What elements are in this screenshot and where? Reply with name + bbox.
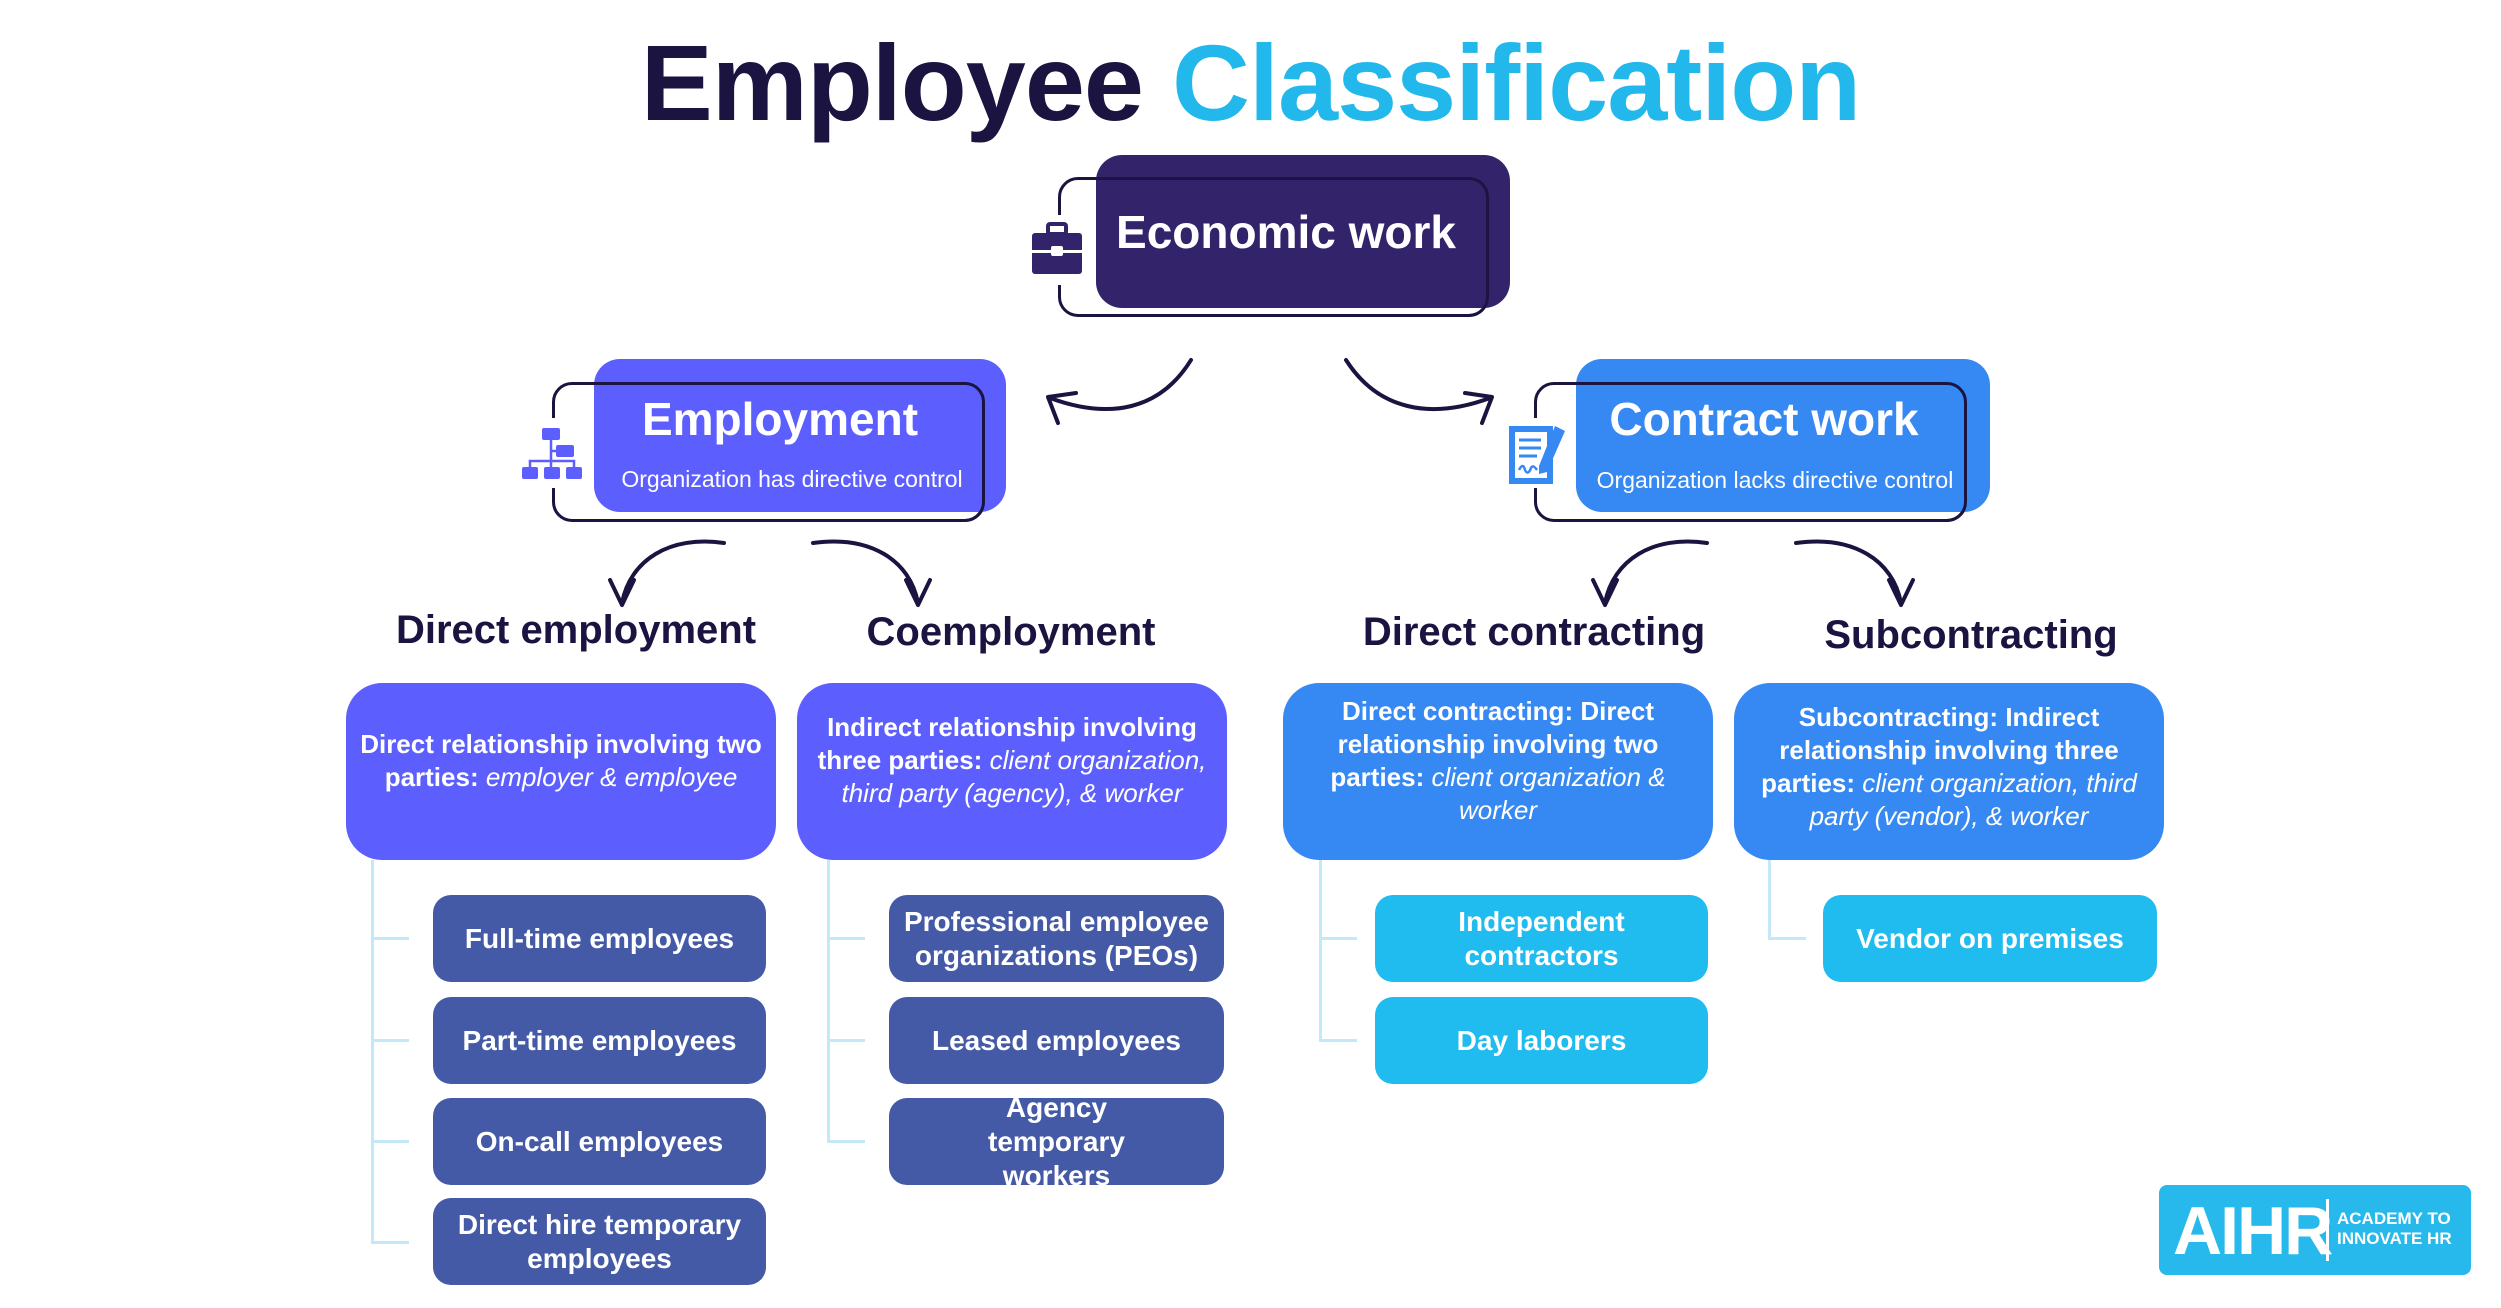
arrow-to-contract (1344, 358, 1494, 425)
item-leased-employees: Leased employees (889, 997, 1224, 1084)
desc-bold: Indirect relationship involving three pa… (817, 712, 1197, 775)
employment-sublabel: Organization has directive control (621, 466, 963, 492)
heading-direct-contracting: Direct contracting (1362, 610, 1706, 654)
economic-work-outline-front (1096, 177, 1489, 317)
logo-mark: AIHR (2173, 1193, 2333, 1269)
arrow-to-direct-contracting (1591, 539, 1709, 607)
contract-work-outline-front (1574, 382, 1967, 522)
bracket-tick (371, 1140, 409, 1143)
heading-coemployment: Coemployment (866, 610, 1156, 654)
bracket-tick (827, 1039, 865, 1042)
item-peos: Professional employee organizations (PEO… (889, 895, 1224, 982)
bracket-tick (1319, 1039, 1357, 1042)
bracket-line (827, 860, 830, 1142)
arrow-to-employment (1046, 358, 1193, 425)
desc-subcontracting: Subcontracting: Indirect relationship in… (1734, 683, 2164, 860)
item-day-laborers: Day laborers (1375, 997, 1708, 1084)
title-part-2: Classification (1172, 22, 1861, 143)
desc-bold: Direct contracting: Direct relationship … (1330, 695, 1659, 792)
bracket-tick (1768, 937, 1806, 940)
logo-separator (2326, 1199, 2329, 1261)
bracket-line (1768, 860, 1771, 940)
bracket-line (1319, 860, 1322, 1041)
employment-outline-front (592, 382, 985, 522)
item-vendor-on-premises: Vendor on premises (1823, 895, 2157, 982)
item-part-time-employees: Part-time employees (433, 997, 766, 1084)
item-independent-contractors: Independent contractors (1375, 895, 1708, 982)
arrow-to-coemployment (811, 539, 932, 607)
desc-bold: Direct relationship involving two partie… (360, 728, 762, 792)
contract-work-sublabel: Organization lacks directive control (1596, 467, 1954, 493)
contract-work-label: Contract work (1609, 393, 1919, 445)
desc-italic: client organization, third party (vendor… (1809, 767, 2137, 831)
bracket-line (371, 860, 374, 1243)
arrow-to-direct-employment (608, 539, 726, 607)
item-agency-temporary-workers: Agency temporary workers (889, 1092, 1224, 1191)
bracket-tick (371, 1039, 409, 1042)
logo-tagline: ACADEMY TO INNOVATE HR (2337, 1209, 2452, 1249)
org-chart-icon (520, 427, 584, 481)
economic-work-label: Economic work (1116, 206, 1456, 258)
employment-label: Employment (641, 393, 919, 445)
economic-work-node (1096, 155, 1510, 308)
heading-subcontracting: Subcontracting (1824, 613, 2118, 657)
desc-direct-employment: Direct relationship involving two partie… (346, 683, 776, 860)
bracket-tick (371, 1241, 409, 1244)
desc-direct-contracting: Direct contracting: Direct relationship … (1283, 683, 1713, 860)
title-part-1: Employee (640, 22, 1144, 143)
arrow-to-subcontracting (1794, 539, 1915, 607)
heading-direct-employment: Direct employment (395, 608, 757, 652)
aihr-logo: AIHR ACADEMY TO INNOVATE HR (2159, 1185, 2471, 1275)
logo-line-1: ACADEMY TO (2337, 1209, 2451, 1228)
briefcase-icon (1030, 222, 1084, 276)
desc-coemployment: Indirect relationship involving three pa… (797, 683, 1227, 860)
desc-italic: employer & employee (485, 761, 738, 792)
logo-line-2: INNOVATE HR (2337, 1229, 2452, 1248)
page-title: Employee Classification (0, 18, 2501, 148)
contract-signature-icon (1507, 422, 1571, 486)
desc-bold: Subcontracting: Indirect relationship in… (1761, 701, 2119, 798)
bracket-tick (827, 1140, 865, 1143)
item-full-time-employees: Full-time employees (433, 895, 766, 982)
desc-italic: client organization & worker (1431, 761, 1666, 825)
bracket-tick (1319, 937, 1357, 940)
desc-italic: client organization, third party (agency… (841, 745, 1207, 808)
bracket-tick (371, 937, 409, 940)
item-direct-hire-temporary-employees: Direct hire temporary employees (433, 1198, 766, 1285)
bracket-tick (827, 937, 865, 940)
item-on-call-employees: On-call employees (433, 1098, 766, 1185)
